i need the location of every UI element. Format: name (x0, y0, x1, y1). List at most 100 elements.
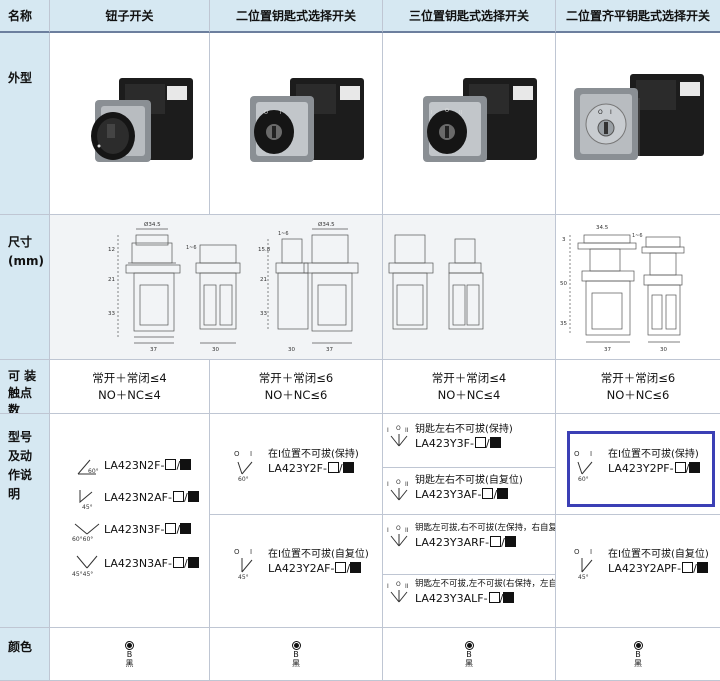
svg-text:I: I (610, 109, 612, 116)
photo-toggle-switch (50, 33, 210, 215)
angle-45-icon: 45° (79, 490, 93, 510)
dim-h1-1: 12 (108, 247, 115, 253)
model-la423y3arf: 钥匙左可拔,右不可拔(左保持，右自复)LA423Y3ARF-/ (415, 523, 556, 549)
dim-h2-1: 21 (108, 277, 115, 283)
models-col1: 60° LA423N2F-/ 45° LA423N2AF-/ 60°60° LA… (50, 414, 210, 628)
svg-text:I: I (387, 427, 389, 434)
dim-h3-1: 33 (108, 311, 115, 317)
appearance-row: 外型 (0, 33, 720, 215)
svg-text:O: O (396, 425, 401, 432)
dim-h3-4: 35 (560, 321, 567, 327)
svg-text:I: I (250, 548, 252, 556)
row-label-contacts: 可 装 触点数 (0, 360, 50, 414)
row-label-color: 颜色 (0, 628, 50, 681)
key-switch-2pos-image: O I (250, 77, 364, 162)
flush-key-pos-45-icon: O I 45° (574, 548, 593, 580)
contacts-col4-en: NO＋NC≤6 (606, 387, 670, 402)
header-col-toggle: 钮子开关 (50, 0, 210, 33)
dim-h1-2: 15.8 (258, 247, 271, 253)
svg-text:I: I (387, 527, 389, 534)
contacts-col2-en: NO＋NC≤6 (264, 387, 328, 402)
dimension-drawing-flush-svg: 34.5 3 50 35 37 30 1~6 (560, 225, 685, 353)
model-la423y2apf: 在I位置不可拔(自复位)LA423Y2APF-/ (608, 549, 709, 575)
header-col-flush-key: 二位置齐平钥匙式选择开关 (556, 0, 720, 33)
svg-text:I: I (250, 450, 252, 458)
svg-text:I: I (590, 548, 592, 556)
model-la423n3f: LA423N3F-/ (104, 522, 192, 538)
dim-w2-1: 30 (212, 347, 219, 353)
photo-flush-key-switch: O I (556, 33, 720, 215)
model-la423n2af: LA423N2AF-/ (104, 490, 199, 506)
model-la423y3f: 钥匙左右不可拔(保持)LA423Y3F-/ (415, 424, 513, 450)
svg-text:II: II (405, 481, 409, 488)
selection-highlight (567, 431, 715, 507)
angle-45-45-icon: 45°45° (72, 555, 98, 578)
angle-60-icon: 60° (77, 459, 99, 475)
angle-60-60-icon: 60°60° (72, 523, 100, 542)
model-la423y3alf: 钥匙左不可拔,左不可拔(右保持，左自复)LA423Y3ALF-/ (415, 579, 556, 605)
dimension-drawing-3pos (383, 215, 556, 360)
header-col-2pos-key: 二位置钥匙式选择开关 (210, 0, 383, 33)
svg-text:O: O (396, 581, 401, 588)
svg-text:45°: 45° (578, 574, 589, 580)
dim-w2-4: 30 (660, 347, 667, 353)
svg-text:O: O (396, 525, 401, 532)
dim-diameter-4: 34.5 (596, 225, 609, 231)
dim-diameter-1: Ø34.5 (144, 221, 161, 228)
row-label-appearance: 外型 (0, 33, 50, 215)
header-row: 名称 钮子开关 二位置钥匙式选择开关 三位置钥匙式选择开关 二位置齐平钥匙式选择… (0, 0, 720, 33)
dim-w1-2: 37 (326, 347, 333, 353)
models-col2: O I 60° 在I位置不可拔(保持)LA423Y2F-/ O I 45° 在I位置不可… (210, 414, 383, 628)
key-pos-45-icon: O I 45° (234, 548, 253, 580)
header-corner: 名称 (0, 0, 50, 33)
dim-h3-2: 33 (260, 311, 267, 317)
svg-text:45°: 45° (82, 504, 93, 510)
svg-text:60°60°: 60°60° (72, 536, 93, 542)
contacts-col3-en: NO＋NC≤4 (437, 387, 501, 402)
svg-text:60°: 60° (238, 476, 249, 482)
model-la423y2pf: 在I位置不可拔(保持)LA423Y2PF-/ (608, 449, 701, 475)
contacts-col2-cn: 常开＋常闭≤6 (258, 370, 334, 385)
row-label-models: 型号 及动 作说 明 (0, 414, 50, 628)
svg-text:II: II (459, 110, 462, 116)
contacts-col1-en: NO＋NC≤4 (98, 387, 161, 402)
models-row: 型号 及动 作说 明 60° LA423N2F-/ 45° LA423N2AF-… (0, 414, 720, 628)
dim-w1-4: 37 (604, 347, 611, 353)
photo-2pos-key-switch: O I (210, 33, 383, 215)
model-la423y2af: 在I位置不可拔(自复位)LA423Y2AF-/ (268, 549, 369, 575)
svg-text:II: II (405, 527, 409, 534)
svg-text:45°: 45° (238, 574, 249, 580)
model-la423y2f: 在I位置不可拔(保持)LA423Y2F-/ (268, 449, 359, 475)
svg-text:O: O (396, 479, 401, 486)
svg-text:I: I (387, 583, 389, 590)
dim-t-2: 1~6 (278, 231, 289, 237)
svg-text:I: I (280, 110, 281, 116)
svg-text:O: O (234, 548, 240, 556)
toggle-switch-image (90, 77, 193, 162)
dimension-drawing-flush: 34.5 3 50 35 37 30 1~6 (556, 215, 720, 360)
dim-diameter-2: Ø34.5 (318, 221, 335, 228)
model-la423n2f: LA423N2F-/ (104, 458, 192, 474)
dimension-drawing-3pos-svg (388, 234, 484, 330)
dim-h2-2: 21 (260, 277, 267, 283)
svg-text:O: O (598, 109, 603, 116)
dimension-drawing-toggle-2pos: Ø34.5 12 21 33 37 30 1~6 Ø34.5 15.8 21 3… (50, 215, 383, 360)
dim-w1-1: 37 (150, 347, 157, 353)
contacts-col1-cn: 常开＋常闭≤4 (92, 370, 167, 385)
svg-text:II: II (405, 583, 409, 590)
dim-w2-2: 30 (288, 347, 295, 353)
svg-text:O: O (574, 548, 580, 556)
